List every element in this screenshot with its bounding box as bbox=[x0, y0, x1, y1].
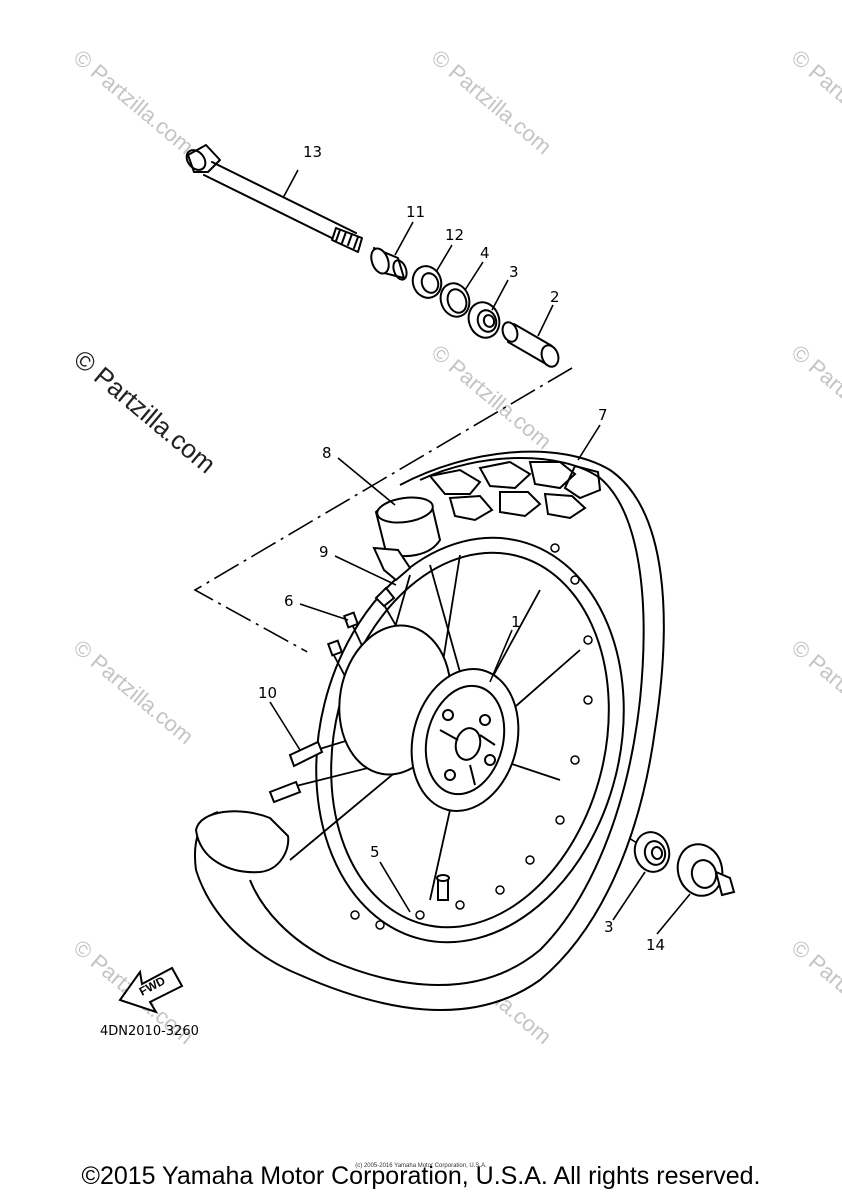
axle-assembly bbox=[185, 144, 560, 368]
fwd-arrow: FWD bbox=[118, 966, 184, 1014]
valve bbox=[436, 874, 450, 901]
callout-13: 13 bbox=[303, 143, 322, 161]
callout-1: 1 bbox=[511, 613, 521, 631]
callout-8: 8 bbox=[322, 444, 332, 462]
small-copyright: (c) 2005-2016 Yamaha Motor Corporation, … bbox=[355, 1163, 487, 1169]
spoke-nipples bbox=[350, 543, 593, 930]
callout-3-lower: 3 bbox=[604, 918, 614, 936]
rim-band bbox=[372, 496, 442, 582]
watermark: © Partzilla.com bbox=[787, 635, 842, 749]
callout-9: 9 bbox=[319, 543, 329, 561]
copyright-notice: ©2015 Yamaha Motor Corporation, U.S.A. A… bbox=[81, 1162, 761, 1190]
callout-3-upper: 3 bbox=[509, 263, 519, 281]
oil-seal bbox=[411, 265, 443, 299]
callout-2: 2 bbox=[550, 288, 560, 306]
callout-4: 4 bbox=[480, 244, 490, 262]
collar bbox=[370, 247, 408, 281]
watermark: © Partzilla.com bbox=[69, 45, 199, 159]
nipple bbox=[268, 740, 324, 804]
bearing-lower bbox=[633, 831, 671, 873]
watermark: © Partzilla.com bbox=[69, 635, 199, 749]
callout-6: 6 bbox=[284, 592, 294, 610]
callout-11: 11 bbox=[406, 203, 425, 221]
spacer bbox=[501, 321, 560, 368]
watermark: © Partzilla.com bbox=[427, 340, 557, 454]
watermark: © Partzilla.com bbox=[787, 45, 842, 159]
callout-14: 14 bbox=[646, 936, 665, 954]
hub bbox=[338, 624, 520, 812]
callout-12: 12 bbox=[445, 226, 464, 244]
callout-5: 5 bbox=[370, 843, 380, 861]
meter-gear-unit bbox=[676, 843, 736, 897]
band-clip bbox=[374, 586, 396, 608]
watermark: © Partzilla.com bbox=[427, 45, 557, 159]
watermark-prominent: © Partzilla.com bbox=[68, 344, 221, 480]
callout-10: 10 bbox=[258, 684, 277, 702]
watermark: © Partzilla.com bbox=[787, 340, 842, 454]
leader-lines bbox=[269, 169, 691, 935]
callout-7: 7 bbox=[598, 406, 608, 424]
lower-parts bbox=[633, 831, 736, 897]
circlip bbox=[439, 282, 471, 318]
callouts: 13 11 12 4 3 2 7 8 9 6 1 10 5 3 14 bbox=[258, 143, 665, 954]
bearing-upper bbox=[467, 301, 501, 339]
axle-shaft bbox=[185, 144, 363, 253]
spoke-head bbox=[326, 611, 360, 657]
watermark: © Partzilla.com bbox=[787, 935, 842, 1049]
loose-parts bbox=[268, 586, 450, 901]
drawing-code: 4DN2010-3260 bbox=[100, 1024, 199, 1039]
